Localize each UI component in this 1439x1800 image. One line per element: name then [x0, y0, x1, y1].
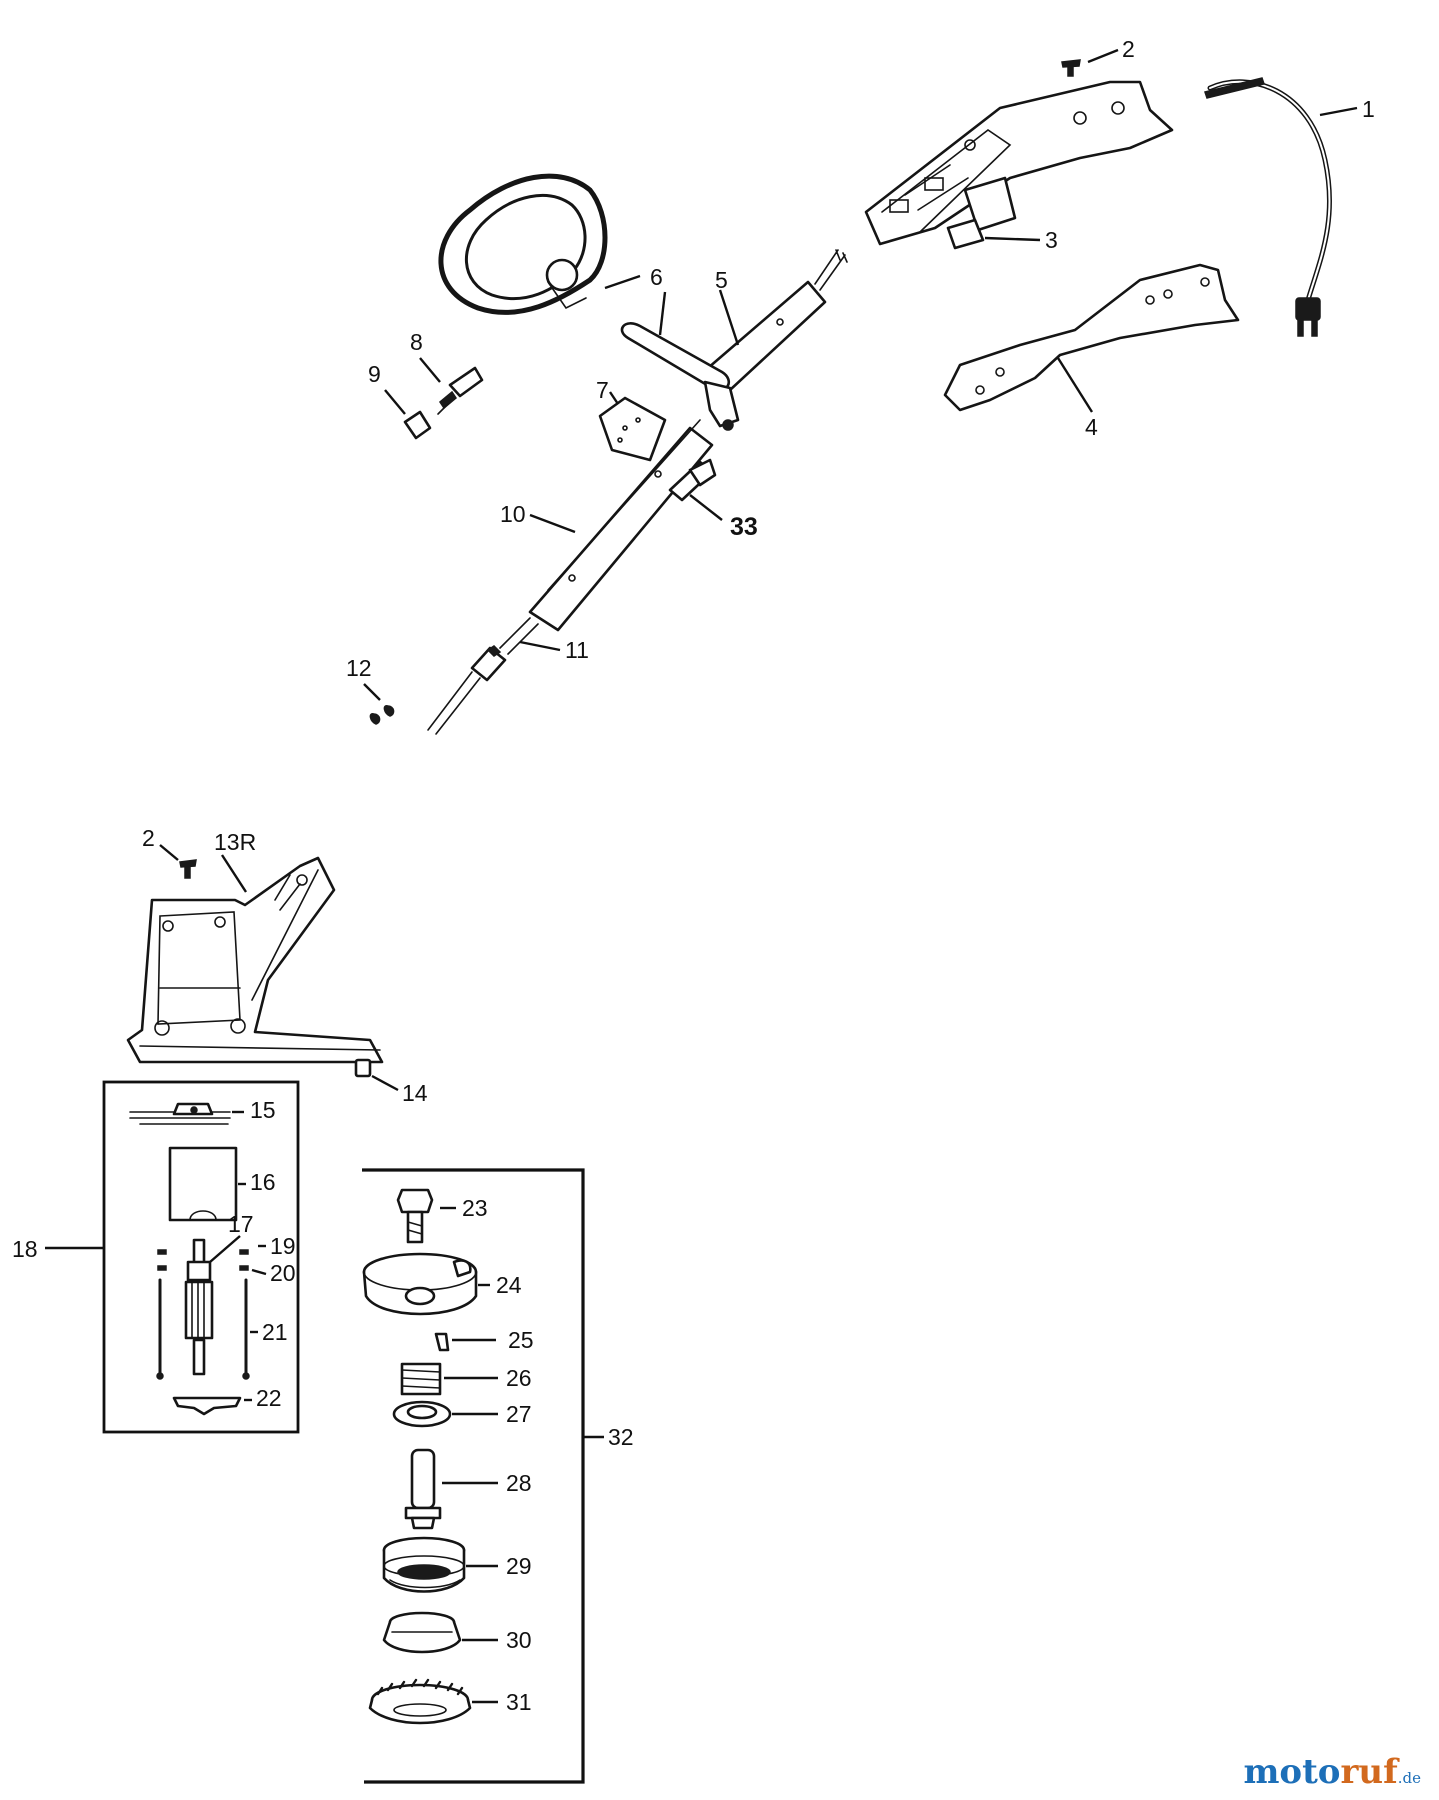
part-label-12: 12	[346, 655, 372, 681]
part-10-main-shaft	[528, 419, 714, 632]
part-label-6: 6	[650, 264, 663, 290]
part-label-29: 29	[506, 1553, 532, 1579]
part-label-3: 3	[1045, 227, 1058, 253]
part-23-bolt	[396, 1188, 434, 1244]
part-24-spool-cover	[362, 1252, 478, 1316]
motor-assembly-box	[102, 1080, 300, 1434]
part-26-spring	[400, 1362, 442, 1396]
part-8-bolt	[437, 366, 484, 415]
part-14-cap	[354, 1058, 372, 1078]
part-28-shaft	[404, 1448, 442, 1530]
part-label-9: 9	[368, 361, 381, 387]
part-29-spool	[382, 1536, 466, 1593]
part-9-nut	[403, 410, 432, 440]
part-label-1: 1	[1362, 96, 1375, 122]
part-label-17: 17	[228, 1211, 254, 1237]
watermark-main: moto	[1243, 1752, 1341, 1792]
part-label-22: 22	[256, 1385, 282, 1411]
part-13r-motor-housing	[126, 856, 384, 1064]
part-label-27: 27	[506, 1401, 532, 1427]
part-label-11: 11	[565, 637, 589, 663]
part-label-21: 21	[262, 1319, 288, 1345]
part-2b-screw	[179, 859, 197, 879]
part-label-25: 25	[508, 1327, 534, 1353]
part-label-24: 24	[496, 1272, 522, 1298]
watermark-tld: .de	[1397, 1769, 1421, 1787]
part-label-18: 18	[12, 1236, 38, 1262]
part-label-20: 20	[270, 1260, 296, 1286]
handle-crossbar	[620, 322, 740, 431]
part-21-through-bolts	[156, 1278, 250, 1380]
part-label-19: 19	[270, 1233, 296, 1259]
watermark-accent: ruf	[1340, 1752, 1398, 1792]
part-label-10: 10	[500, 501, 526, 527]
part-2-screw	[1061, 59, 1081, 77]
part-label-4: 4	[1085, 414, 1098, 440]
part-label-2-lower: 2	[142, 825, 155, 851]
part-label-28: 28	[506, 1470, 532, 1496]
part-16-stator	[168, 1146, 238, 1222]
part-label-23: 23	[462, 1195, 488, 1221]
part-11-wire	[427, 617, 539, 735]
part-label-5: 5	[715, 267, 728, 293]
part-label-30: 30	[506, 1627, 532, 1653]
part-label-33: 33	[730, 513, 758, 541]
part-6-auxiliary-handle	[438, 173, 608, 315]
part-3-switch	[946, 176, 1017, 250]
part-15-brush-holder	[129, 1102, 231, 1125]
motoruf-watermark-logo: motoruf.de	[1243, 1752, 1421, 1792]
part-33-clip	[668, 458, 717, 502]
part-1-power-cord	[1204, 77, 1333, 337]
part-label-14: 14	[402, 1080, 428, 1106]
part-label-31: 31	[506, 1689, 532, 1715]
part-label-16: 16	[250, 1169, 276, 1195]
handle-housing-upper	[864, 80, 1174, 246]
part-label-26: 26	[506, 1365, 532, 1391]
part-17-armature	[184, 1238, 214, 1376]
part-19-20-washers	[157, 1249, 249, 1271]
assembly-32-bracket	[362, 1168, 585, 1784]
part-label-2-top: 2	[1122, 36, 1135, 62]
part-label-13r: 13R	[214, 829, 256, 855]
part-label-32: 32	[608, 1424, 634, 1450]
part-4-handle-half	[943, 263, 1240, 412]
part-25-key	[434, 1332, 450, 1352]
part-12-connectors	[369, 705, 395, 725]
part-30-cap	[382, 1611, 462, 1654]
part-label-7: 7	[596, 377, 609, 403]
part-label-15: 15	[250, 1097, 276, 1123]
part-label-8: 8	[410, 329, 423, 355]
part-7-clamp-plate	[598, 396, 667, 462]
part-31-serrated-ring	[368, 1678, 472, 1725]
part-27-washer	[392, 1400, 452, 1428]
part-22-end-plate	[172, 1396, 242, 1416]
